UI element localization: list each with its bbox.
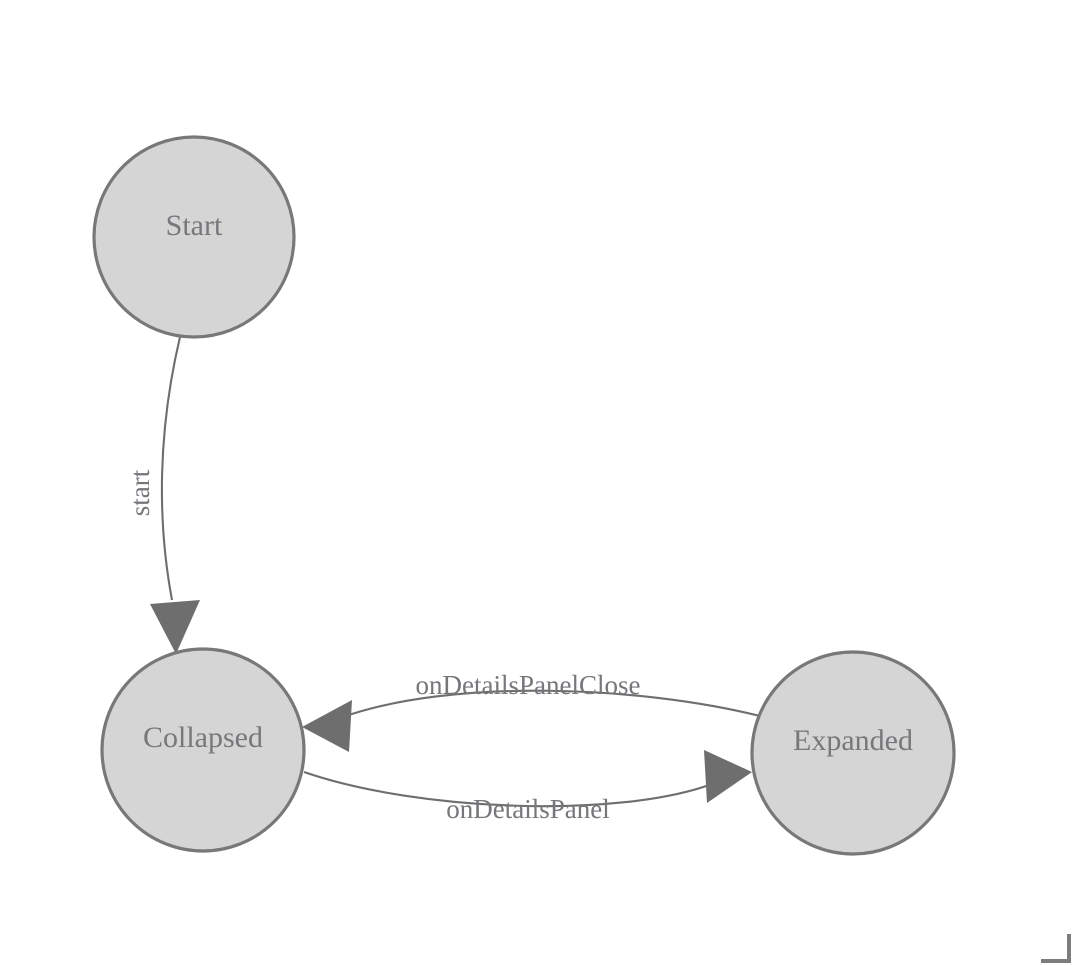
node-expanded-label: Expanded — [793, 724, 913, 757]
edge-expanded-collapsed-path — [339, 689, 761, 719]
edge-collapsed-expanded[interactable]: onDetailsPanel — [303, 750, 752, 824]
node-start-label: Start — [166, 209, 223, 242]
resize-corner-icon — [1041, 934, 1071, 963]
edge-start-collapsed[interactable]: start — [125, 336, 200, 654]
edge-label-on-details-panel: onDetailsPanel — [446, 794, 609, 824]
node-start-circle — [92, 135, 296, 339]
node-collapsed-label: Collapsed — [143, 721, 263, 754]
edge-collapsed-expanded-path — [303, 771, 713, 808]
edge-label-start: start — [125, 469, 155, 516]
node-expanded-circle — [750, 650, 956, 856]
node-collapsed-circle — [100, 647, 306, 853]
edge-expanded-collapsed[interactable]: onDetailsPanelClose — [302, 670, 761, 752]
edge-start-collapsed-path — [160, 336, 182, 601]
node-collapsed[interactable]: Collapsed — [100, 647, 306, 853]
node-expanded[interactable]: Expanded — [750, 650, 956, 856]
resize-corner-mark[interactable] — [1041, 934, 1071, 963]
edge-start-collapsed-arrowhead — [150, 600, 200, 654]
node-start[interactable]: Start — [92, 135, 296, 339]
edge-collapsed-expanded-arrowhead — [704, 750, 752, 803]
edge-label-on-details-panel-close: onDetailsPanelClose — [416, 670, 641, 700]
edge-expanded-collapsed-arrowhead — [302, 700, 352, 752]
